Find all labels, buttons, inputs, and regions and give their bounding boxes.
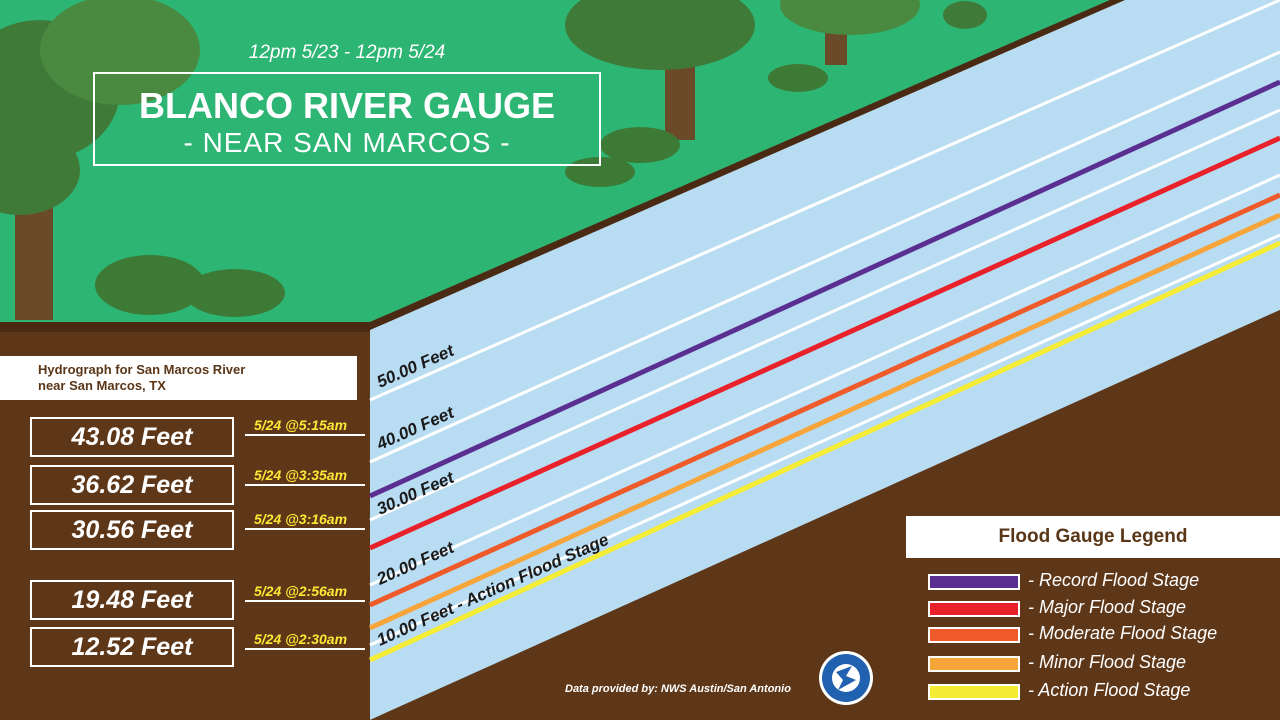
legend-label: - Minor Flood Stage — [1028, 652, 1187, 672]
legend-swatch — [928, 601, 1020, 617]
title-box: BLANCO RIVER GAUGE - NEAR SAN MARCOS - — [93, 72, 601, 166]
legend-label: - Record Flood Stage — [1028, 570, 1200, 590]
reading-value: 19.48 Feet — [30, 580, 234, 620]
water-channel — [370, 0, 1280, 720]
legend-swatch — [928, 656, 1020, 672]
reading-time: 5/24 @3:35am — [245, 466, 365, 486]
hydrograph-label-box: Hydrograph for San Marcos River near San… — [0, 356, 357, 400]
reading-value: 12.52 Feet — [30, 627, 234, 667]
bank-edge — [0, 322, 370, 332]
soil-bank — [370, 310, 1280, 720]
flood-stage-lines — [368, 79, 1280, 663]
data-credit: Data provided by: NWS Austin/San Antonio — [565, 683, 791, 695]
reading-value: 36.62 Feet — [30, 465, 234, 505]
legend-swatch — [928, 627, 1020, 643]
legend-label: - Major Flood Stage — [1028, 597, 1187, 617]
legend-label: - Moderate Flood Stage — [1028, 623, 1218, 643]
grass-bank — [0, 0, 1110, 322]
reading-value: 43.08 Feet — [30, 417, 234, 457]
hydrograph-title-line1: Hydrograph for San Marcos River — [38, 362, 246, 377]
flood-line-minor — [368, 212, 1280, 631]
reading-time: 5/24 @3:16am — [245, 510, 365, 530]
hydrograph-title-line2: near San Marcos, TX — [38, 378, 166, 393]
reading-time: 5/24 @2:56am — [245, 582, 365, 602]
page-title: BLANCO RIVER GAUGE — [138, 85, 556, 126]
page-subtitle: - NEAR SAN MARCOS - — [183, 127, 511, 158]
legend-swatch — [928, 684, 1020, 700]
bushes — [95, 64, 828, 317]
flood-line-record — [368, 79, 1280, 499]
flood-line-action — [368, 240, 1280, 663]
legend-title: Flood Gauge Legend — [906, 516, 1280, 558]
trees — [0, 0, 987, 320]
legend-swatch — [928, 574, 1020, 590]
legend-label: - Action Flood Stage — [1028, 680, 1191, 700]
reading-time: 5/24 @5:15am — [245, 416, 365, 436]
flood-line-major — [368, 135, 1280, 551]
flood-line-moderate — [368, 192, 1280, 608]
reading-value: 30.56 Feet — [30, 510, 234, 550]
reading-time: 5/24 @2:30am — [245, 630, 365, 650]
nws-logo-icon — [819, 651, 873, 705]
white-gauge-lines — [369, 0, 1280, 647]
date-range: 12pm 5/23 - 12pm 5/24 — [248, 42, 446, 63]
